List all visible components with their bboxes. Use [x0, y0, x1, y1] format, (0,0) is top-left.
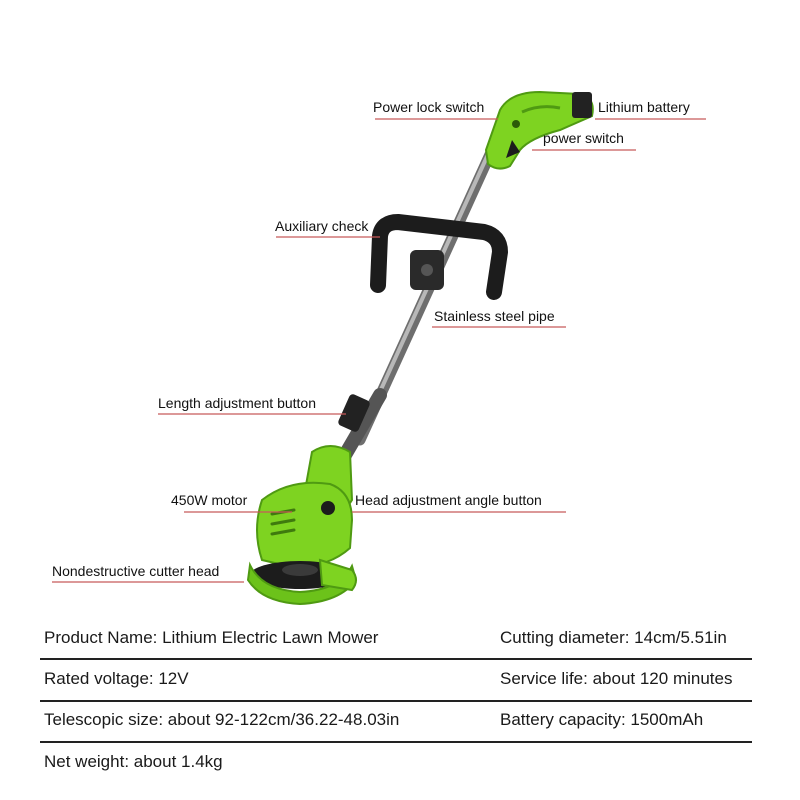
spec-divider [40, 741, 752, 743]
callout-length-adjustment-button: Length adjustment button [158, 395, 317, 411]
auxiliary-handle-graphic [370, 214, 508, 300]
callout-lines [52, 118, 706, 583]
callout-cutter-head: Nondestructive cutter head [52, 563, 220, 579]
motor-housing-graphic [256, 445, 354, 570]
cutter-head-graphic [246, 558, 358, 606]
trimmer-illustration [52, 90, 706, 606]
spec-service-life: Service life: about 120 minutes [500, 669, 733, 688]
spec-row: Telescopic size: about 92-122cm/36.22-48… [40, 702, 752, 742]
callout-stainless-steel-pipe: Stainless steel pipe [434, 308, 555, 324]
callout-auxiliary-check: Auxiliary check [275, 218, 369, 234]
callout-head-adjustment-angle-button: Head adjustment angle button [355, 492, 542, 508]
spec-row: Product Name: Lithium Electric Lawn Mowe… [40, 620, 752, 660]
spec-divider [40, 700, 752, 702]
spec-product-name: Product Name: Lithium Electric Lawn Mowe… [44, 628, 379, 647]
spec-cutting-diameter: Cutting diameter: 14cm/5.51in [500, 628, 727, 647]
callout-motor: 450W motor [171, 492, 248, 508]
length-adjustment-collar [338, 394, 370, 432]
callout-power-switch: power switch [543, 130, 624, 146]
callout-lithium-battery: Lithium battery [598, 99, 690, 115]
callout-power-lock-switch: Power lock switch [373, 99, 485, 115]
spec-divider [40, 658, 752, 660]
spec-telescopic-size: Telescopic size: about 92-122cm/36.22-48… [44, 710, 400, 729]
main-handle-graphic [484, 90, 594, 170]
spec-rated-voltage: Rated voltage: 12V [44, 669, 189, 688]
stainless-steel-pipe-graphic [338, 144, 498, 462]
spec-net-weight: Net weight: about 1.4kg [44, 752, 223, 771]
spec-row: Net weight: about 1.4kg [40, 744, 752, 784]
spec-battery-capacity: Battery capacity: 1500mAh [500, 710, 704, 729]
spec-row: Rated voltage: 12V Service life: about 1… [40, 661, 752, 701]
